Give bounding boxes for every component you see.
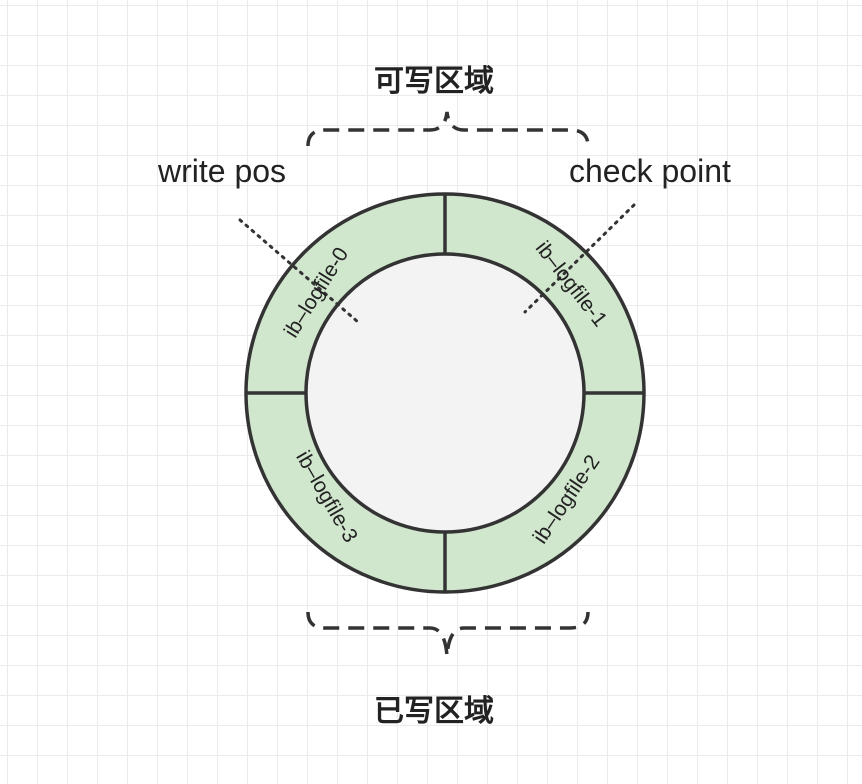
- top-brace: [306, 111, 590, 147]
- write-pos-label: write pos: [158, 153, 287, 189]
- check-point-label: check point: [569, 153, 731, 189]
- bottom-brace: [306, 611, 590, 657]
- check-point-pointer: [523, 203, 636, 314]
- writable-region-label: 可写区域: [374, 64, 494, 99]
- written-region-label: 已写区域: [374, 694, 494, 729]
- write-pos-pointer: [238, 218, 360, 324]
